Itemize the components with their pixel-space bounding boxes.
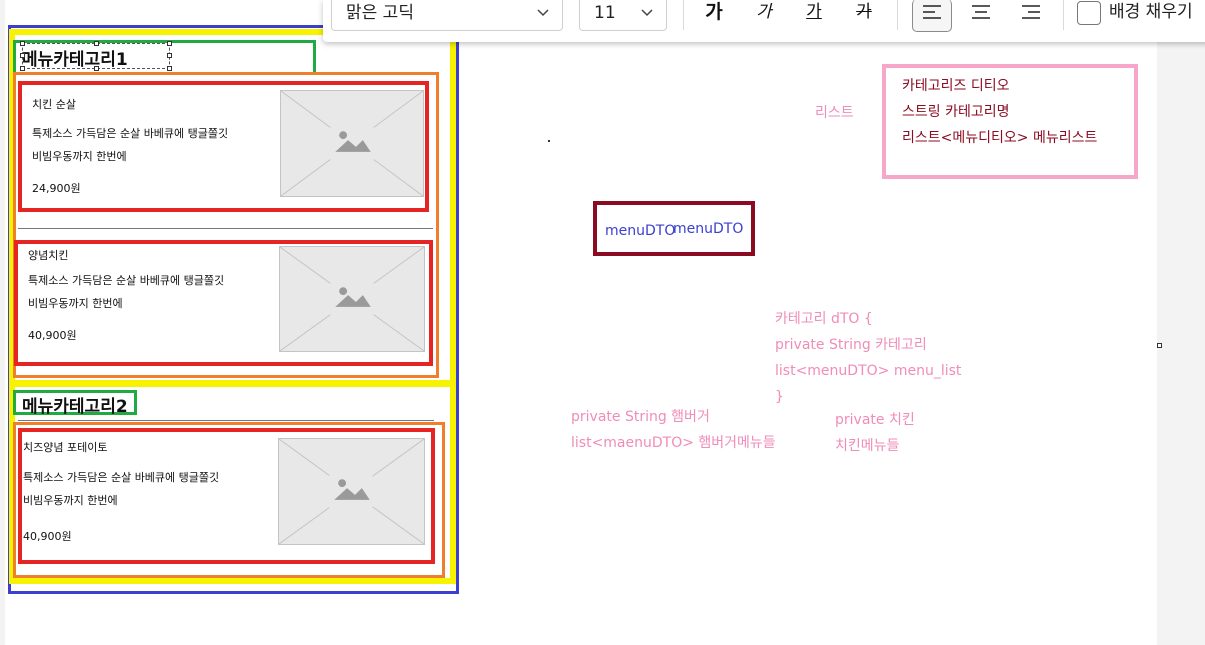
code-line[interactable]: private String 햄버거 (571, 409, 710, 425)
align-right-button[interactable] (1012, 0, 1050, 31)
font-family-select[interactable]: 맑은 고딕 (331, 0, 563, 31)
bold-button[interactable]: 가 (705, 1, 723, 23)
menu-item-desc: 특제소스 가득담은 순살 바베큐에 탱글쫄깃 (23, 471, 220, 484)
item-divider (18, 228, 433, 229)
content-frame-box[interactable] (9, 29, 456, 584)
item-divider (18, 420, 434, 421)
category-dto-box[interactable] (882, 64, 1138, 179)
menu-item-price: 40,900원 (28, 329, 77, 342)
align-left-icon (923, 5, 941, 19)
align-center-icon (972, 5, 990, 19)
canvas-edge-handle[interactable] (1157, 343, 1162, 348)
yellow-divider (10, 380, 452, 387)
category-container-box[interactable] (13, 422, 445, 578)
resize-handle[interactable] (167, 41, 172, 46)
code-line[interactable]: 치킨메뉴들 (835, 438, 900, 454)
resize-handle[interactable] (94, 41, 99, 46)
menu-item-price: 24,900원 (32, 182, 81, 195)
menu-item-box[interactable] (14, 240, 433, 366)
stray-dot (548, 140, 550, 142)
menu-item-desc: 비빔우동까지 한번에 (28, 297, 123, 310)
menu-dto-label[interactable]: menuDTO (605, 223, 676, 239)
font-size-value: 11 (594, 3, 616, 23)
menu-item-name: 치킨 순살 (32, 98, 76, 111)
image-placeholder-icon[interactable] (279, 246, 425, 352)
menu-item-box[interactable] (18, 81, 429, 212)
chevron-down-icon (537, 9, 549, 17)
code-line[interactable]: list<maenuDTO> 햄버거메뉴들 (571, 435, 776, 451)
resize-handle[interactable] (94, 66, 99, 71)
category-dto-line: 카테고리즈 디티오 (902, 78, 1010, 94)
toolbar-divider (683, 0, 684, 30)
underline-button[interactable]: 가 (806, 2, 822, 22)
align-left-button[interactable] (912, 0, 952, 32)
strikethrough-button[interactable]: 가 (856, 2, 872, 22)
code-line[interactable]: 카테고리 dTO { (775, 311, 873, 327)
document-canvas[interactable] (5, 0, 1157, 645)
menu-item-name: 양념치킨 (28, 249, 69, 262)
fill-background-label[interactable]: 배경 채우기 (1109, 2, 1193, 22)
align-center-button[interactable] (962, 0, 1000, 31)
menu-item-desc: 비빔우동까지 한번에 (23, 494, 118, 507)
font-family-value: 맑은 고딕 (346, 3, 414, 23)
category-dto-line: 리스트<메뉴디티오> 메뉴리스트 (902, 130, 1098, 146)
toolbar-divider (897, 0, 898, 30)
code-line[interactable]: private 치킨 (835, 412, 915, 428)
format-toolbar: 맑은 고딕 11 가 가 가 가 배경 채우기 (323, 0, 1205, 42)
menu-dto-box[interactable] (593, 201, 755, 256)
menu-item-desc: 특제소스 가득담은 순살 바베큐에 탱글쫄깃 (28, 274, 225, 287)
code-line[interactable]: } (775, 389, 784, 405)
category-title-box[interactable] (13, 390, 137, 415)
chevron-down-icon (641, 9, 653, 17)
menu-item-desc: 비빔우동까지 한번에 (32, 150, 127, 163)
resize-handle[interactable] (167, 53, 172, 58)
resize-handle[interactable] (20, 66, 25, 71)
font-size-select[interactable]: 11 (579, 0, 667, 31)
toolbar-divider (1063, 0, 1064, 30)
category-title[interactable]: 메뉴카테고리2 (22, 397, 128, 417)
fill-background-checkbox[interactable] (1077, 1, 1101, 25)
category-container-box[interactable] (13, 72, 439, 378)
category-title[interactable]: 메뉴카테고리1 (22, 50, 128, 70)
image-placeholder-icon[interactable] (278, 438, 425, 545)
category-dto-line: 스트링 카테고리명 (902, 104, 1010, 120)
resize-handle[interactable] (20, 53, 25, 58)
resize-handle[interactable] (20, 41, 25, 46)
menu-item-desc: 특제소스 가득담은 순살 바베큐에 탱글쫄깃 (32, 127, 229, 140)
menu-item-name: 치즈양념 포테이토 (23, 441, 108, 454)
list-label[interactable]: 리스트 (815, 105, 854, 121)
code-line[interactable]: private String 카테고리 (775, 337, 927, 353)
code-line[interactable]: list<menuDTO> menu_list (775, 363, 962, 379)
align-right-icon (1022, 5, 1040, 19)
menu-item-price: 40,900원 (23, 530, 72, 543)
italic-button[interactable]: 가 (756, 2, 772, 22)
menu-dto-label[interactable]: menuDTO (673, 221, 744, 237)
menu-item-box[interactable] (18, 428, 435, 564)
resize-handle[interactable] (167, 66, 172, 71)
image-placeholder-icon[interactable] (280, 90, 424, 197)
